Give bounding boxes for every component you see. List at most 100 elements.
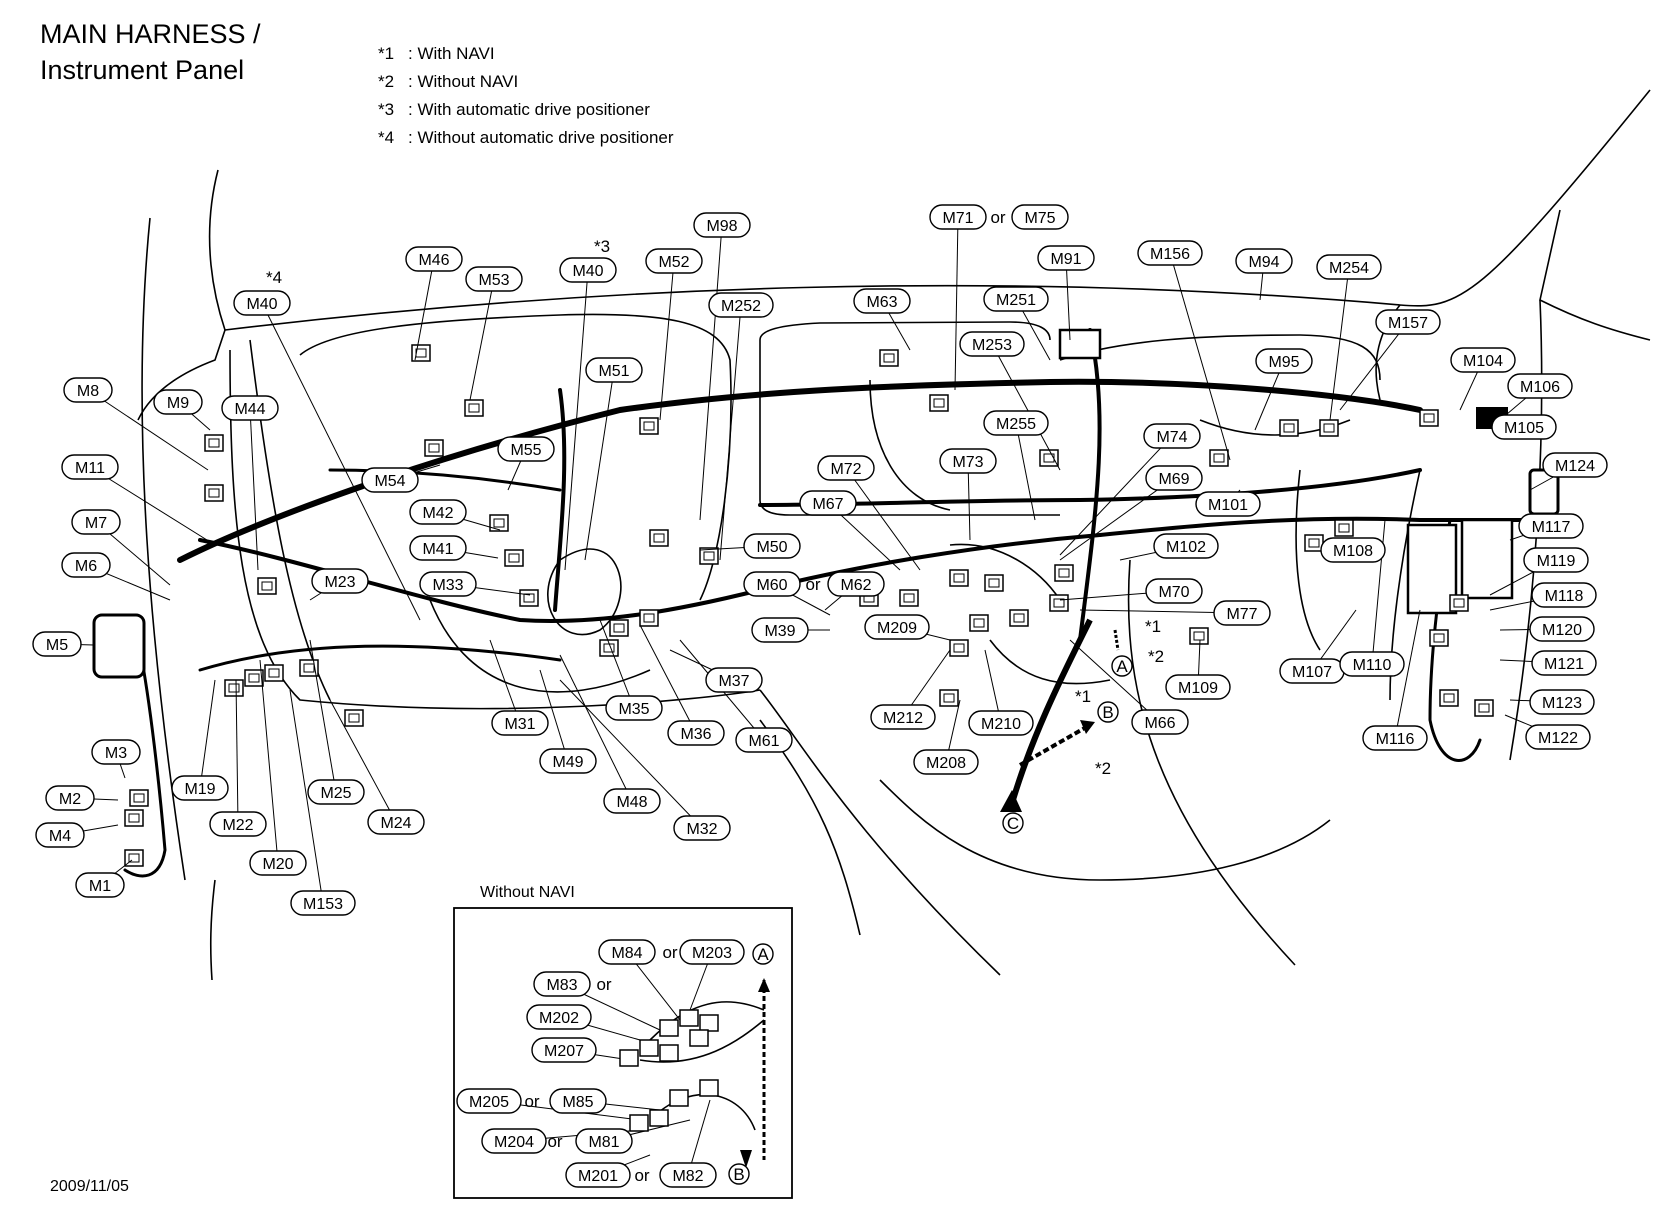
connector-label-m61: M61	[735, 727, 793, 753]
note-4: *4: Without automatic drive positioner	[378, 128, 674, 147]
svg-text:A: A	[1116, 657, 1128, 676]
connector-pin	[268, 668, 280, 678]
label-text: M118	[1545, 588, 1584, 605]
connector-block	[1189, 627, 1209, 645]
connector-pin	[261, 581, 273, 591]
leader-line	[469, 278, 495, 401]
label-pill	[61, 552, 111, 578]
label-text: M5	[46, 637, 68, 654]
label-pill	[603, 788, 661, 814]
leader-line	[235, 679, 239, 825]
connector-label-m4: M4	[35, 822, 85, 848]
ref-circle-b: B	[1097, 701, 1119, 723]
connector-block	[1419, 409, 1439, 427]
label-pill	[751, 617, 809, 643]
connector-block	[879, 349, 899, 367]
label-pill	[221, 395, 279, 421]
label-text: M153	[303, 896, 343, 913]
note-3: *3: With automatic drive positioner	[378, 100, 650, 119]
connector-block	[609, 619, 629, 637]
label-text: M106	[1520, 379, 1560, 396]
leader-line	[1394, 609, 1421, 739]
label-text: M33	[432, 577, 463, 594]
label-pill	[743, 533, 801, 559]
label-pill	[549, 1088, 607, 1114]
connector-label-m82: M82	[659, 1162, 717, 1188]
label-text: M6	[75, 558, 97, 575]
label-text: M19	[184, 781, 215, 798]
label-text: M212	[883, 710, 923, 727]
revision-date: 2009/11/05	[50, 1178, 129, 1195]
connector-pin	[1213, 453, 1225, 463]
connector-label-m109: M109	[1165, 674, 1231, 700]
connector-label-m31: M31	[491, 710, 549, 736]
connector-block	[929, 394, 949, 412]
label-pill	[1518, 513, 1584, 539]
label-pill	[45, 785, 95, 811]
inset-connector-block	[679, 1009, 699, 1027]
marker-star1-a: *1	[1145, 617, 1161, 636]
connector-label-m1: M1	[75, 872, 125, 898]
connector-pin	[128, 813, 140, 823]
label-pill	[1143, 423, 1201, 449]
label-pill	[481, 1128, 547, 1154]
label-pill	[959, 331, 1025, 357]
connector-block	[639, 417, 659, 435]
label-text: M52	[658, 254, 689, 271]
leader-line	[199, 679, 216, 789]
connector-pin	[428, 443, 440, 453]
connector-label-m124: M124	[1542, 452, 1608, 478]
label-text: M94	[1248, 254, 1279, 271]
connector-block	[489, 514, 509, 532]
label-pill	[497, 436, 555, 462]
connector-block	[411, 344, 431, 362]
leader-line	[584, 369, 615, 561]
connector-label-m53: M53	[465, 266, 523, 292]
label-pill	[585, 357, 643, 383]
ecu-units	[92, 328, 1560, 679]
marker-star4: *4	[266, 268, 282, 287]
connector-pin	[228, 683, 240, 693]
connector-label-m11: M11	[61, 454, 119, 480]
connector-label-m204: M204	[481, 1128, 547, 1154]
or-separator: or	[662, 943, 677, 962]
label-text: M3	[105, 745, 127, 762]
connector-block	[1439, 689, 1459, 707]
leader-line	[564, 269, 589, 571]
label-text: M63	[866, 294, 897, 311]
connector-block	[424, 439, 444, 457]
label-text: M49	[552, 754, 583, 771]
connector-pin	[468, 403, 480, 413]
connector-block	[244, 669, 264, 687]
label-text: M122	[1538, 730, 1578, 747]
label-pill	[870, 704, 936, 730]
connector-block	[264, 664, 284, 682]
label-text: M25	[320, 785, 351, 802]
connector-label-m32: M32	[673, 815, 731, 841]
connector-label-m105: M105	[1491, 414, 1557, 440]
connector-pin	[1453, 598, 1465, 608]
connector-pin	[953, 643, 965, 653]
connector-label-m49: M49	[539, 748, 597, 774]
label-pill	[605, 695, 663, 721]
note-2: *2: Without NAVI	[378, 72, 519, 91]
connector-block	[204, 434, 224, 452]
leader-line	[1339, 321, 1409, 411]
label-text: M116	[1376, 731, 1415, 748]
connector-label-m7: M7	[71, 509, 121, 535]
label-pill	[1375, 309, 1441, 335]
connector-pin	[1323, 423, 1335, 433]
connector-label-m95: M95	[1255, 348, 1313, 374]
leader-line	[991, 343, 1061, 471]
label-text: M83	[546, 977, 577, 994]
connector-label-m156: M156	[1137, 240, 1203, 266]
label-text: M40	[246, 296, 277, 313]
connector-block	[1039, 449, 1059, 467]
label-text: M62	[840, 577, 871, 594]
connector-label-m8: M8	[63, 377, 113, 403]
or-separator: or	[547, 1132, 562, 1151]
connector-pin	[493, 518, 505, 528]
connector-label-m22: M22	[209, 811, 267, 837]
connector-label-m40: M40	[233, 290, 291, 316]
connector-pin	[1338, 523, 1350, 533]
